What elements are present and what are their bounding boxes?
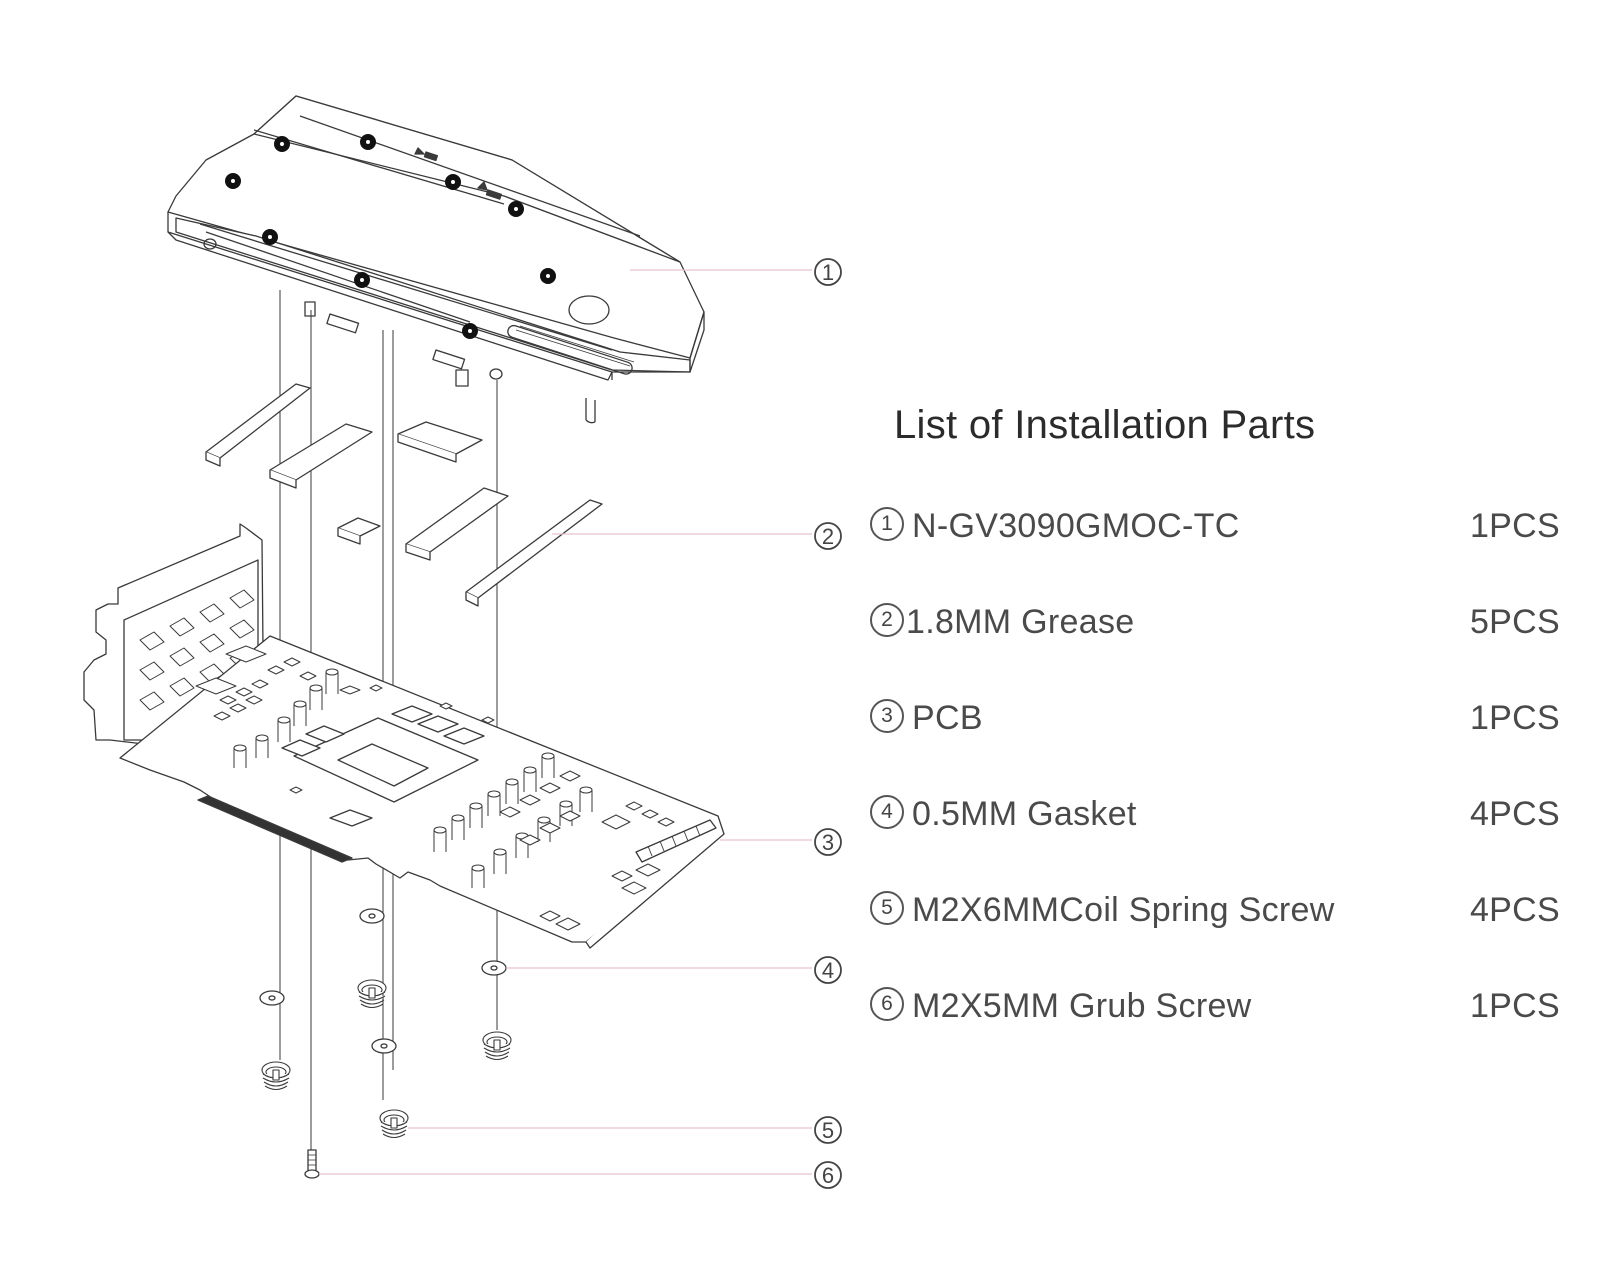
- part-name: 0.5MM Gasket: [912, 795, 1137, 833]
- part-name: PCB: [912, 699, 983, 737]
- part-number-badge: 5: [870, 891, 904, 926]
- part-number-badge: 1: [870, 507, 904, 542]
- callout-1-number: 1: [822, 260, 834, 285]
- coil-spring-screws: [261, 979, 512, 1139]
- callout-4-number: 4: [822, 958, 834, 983]
- gaskets: [259, 908, 507, 1054]
- callout-5-number: 5: [822, 1118, 834, 1143]
- thermal-pads: [205, 383, 603, 607]
- callout-4: 4: [814, 956, 842, 984]
- part-quantity: 4PCS: [1469, 891, 1560, 929]
- part-quantity: 1PCS: [1469, 699, 1560, 737]
- part-quantity: 4PCS: [1469, 795, 1560, 833]
- callout-6: 6: [814, 1161, 842, 1189]
- part-quantity: 1PCS: [1469, 987, 1560, 1025]
- pcb: [83, 523, 725, 949]
- callout-markers: 1 2 3 4 5 6: [814, 258, 842, 1189]
- grub-screw: [304, 1149, 320, 1179]
- callout-1: 1: [814, 258, 842, 286]
- part-name: N-GV3090GMOC-TC: [912, 507, 1240, 545]
- part-name: M2X5MM Grub Screw: [912, 987, 1252, 1025]
- parts-list-title: List of Installation Parts: [894, 403, 1316, 447]
- part-quantity: 1PCS: [1469, 507, 1560, 545]
- callout-2-number: 2: [822, 524, 834, 549]
- part-number-badge: 4: [870, 795, 904, 830]
- part-number-badge: 6: [870, 987, 904, 1022]
- part-quantity: 5PCS: [1469, 603, 1560, 641]
- callout-6-number: 6: [822, 1163, 834, 1188]
- callout-3-number: 3: [822, 830, 834, 855]
- part-name: 1.8MM Grease: [906, 603, 1135, 641]
- callout-leaders: [319, 269, 812, 1175]
- callout-2: 2: [814, 522, 842, 550]
- callout-5: 5: [814, 1116, 842, 1144]
- part-number-badge: 3: [870, 699, 904, 734]
- part-number-badge: 2: [870, 603, 904, 638]
- part-name: M2X6MMCoil Spring Screw: [912, 891, 1335, 929]
- water-block: [167, 95, 705, 424]
- callout-3: 3: [814, 828, 842, 856]
